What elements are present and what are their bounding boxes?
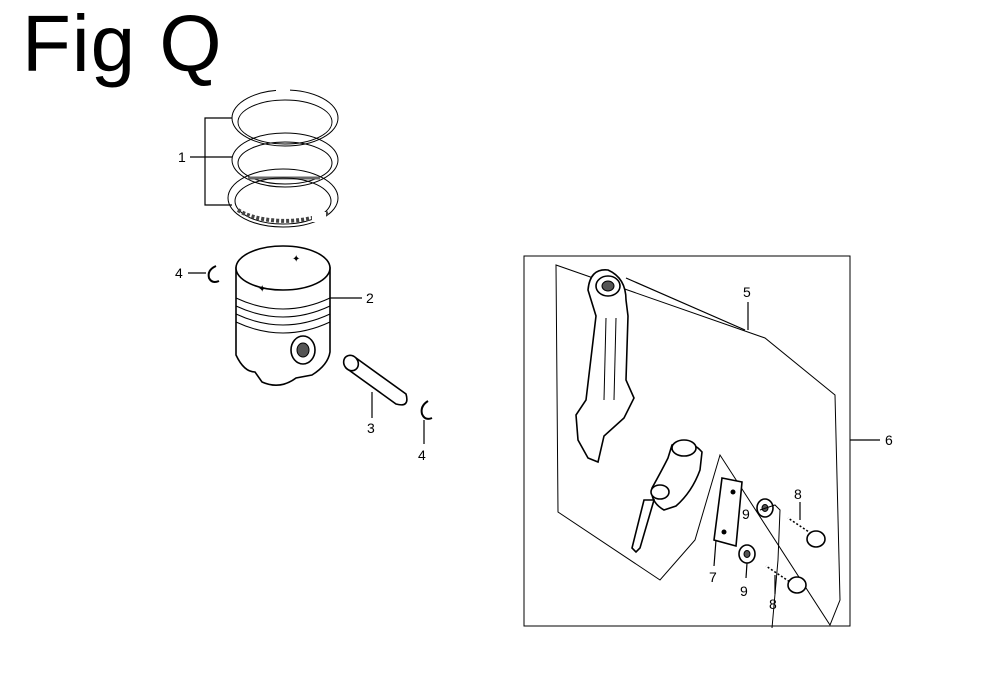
piston-mark-left: ✦ <box>258 284 266 295</box>
ring-oil <box>227 168 339 228</box>
piston-mark-right: ✦ <box>292 254 300 265</box>
washer-lower[interactable] <box>738 544 756 579</box>
callout-3-label: 3 <box>367 420 375 436</box>
callout-9-upper-label: 9 <box>742 506 750 522</box>
clip-right[interactable] <box>420 400 433 444</box>
piston-rings[interactable] <box>190 88 339 228</box>
assembly-inner-frame <box>555 264 841 627</box>
assembly-frame <box>523 255 880 627</box>
callout-4-left-label: 4 <box>175 265 183 281</box>
piston-pin[interactable] <box>341 352 408 418</box>
bolt-subframe <box>759 504 781 629</box>
callout-8-upper-label: 8 <box>794 486 802 502</box>
ring-top <box>231 88 339 147</box>
ring-middle <box>231 132 339 188</box>
callout-9-lower-label: 9 <box>740 583 748 599</box>
piston[interactable]: ✦ ✦ <box>235 245 362 386</box>
callout-1-label: 1 <box>178 149 186 165</box>
bolt-lower[interactable] <box>765 565 807 594</box>
callout-5-label: 5 <box>743 284 751 300</box>
bolt-upper[interactable] <box>787 502 826 548</box>
clip-left[interactable] <box>188 265 220 283</box>
callout-8-lower-label: 8 <box>769 596 777 612</box>
figure-title: Fig Q <box>22 0 223 88</box>
callout-2-label: 2 <box>366 290 374 306</box>
connecting-rod[interactable] <box>575 269 749 464</box>
lock-plate[interactable] <box>713 477 743 567</box>
callout-7-label: 7 <box>709 569 717 585</box>
rod-cap[interactable] <box>631 439 703 554</box>
callout-6-label: 6 <box>885 432 893 448</box>
callout-4-right-label: 4 <box>418 447 426 463</box>
